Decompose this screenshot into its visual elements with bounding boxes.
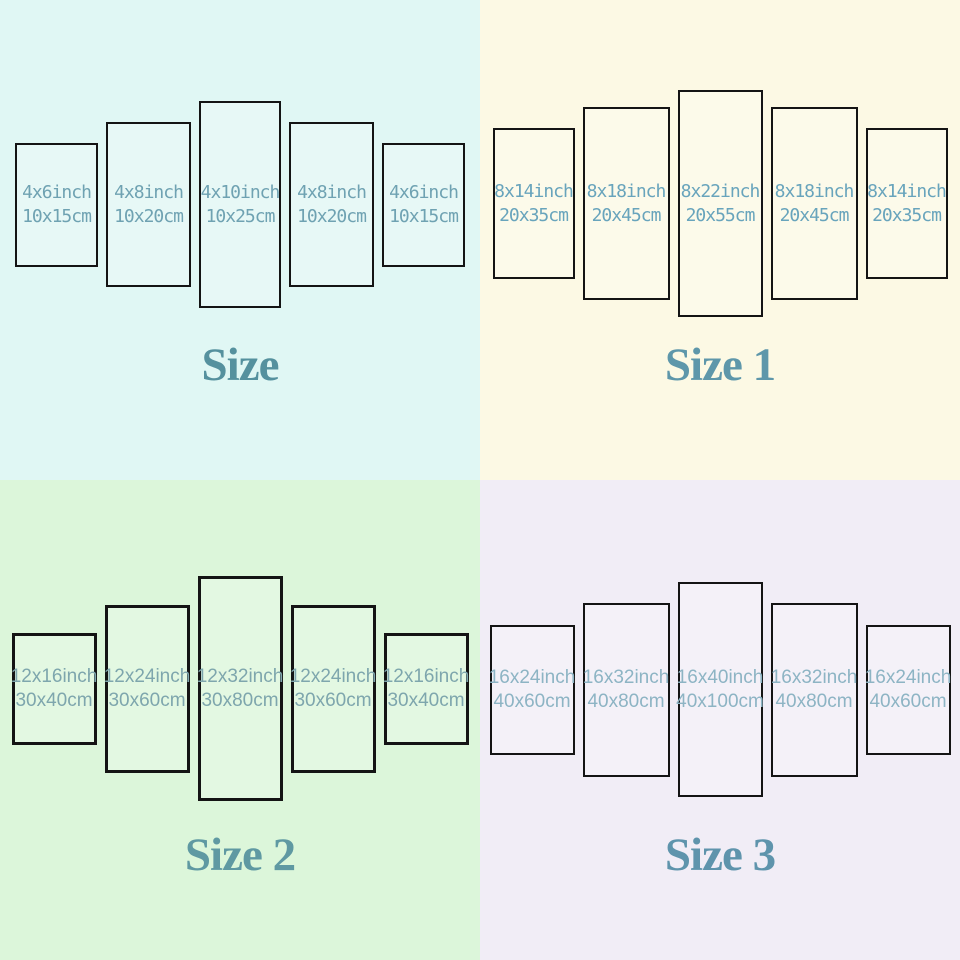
panel-inch-size: 8x14inch <box>867 180 947 202</box>
panel-cm-size: 30x40cm <box>387 689 465 711</box>
panel-cm-size: 10x15cm <box>22 205 92 227</box>
panel-inch-size: 12x16inch <box>382 665 470 687</box>
panel-size-label: 4x6inch 10x15cm <box>389 181 459 229</box>
panel-cm-size: 10x20cm <box>114 205 184 227</box>
panel-cm-size: 20x45cm <box>779 204 850 226</box>
panel-layout: 12x16inch 30x40cm 12x24inch 30x60cm 12x3… <box>0 576 480 801</box>
panel-size-label: 4x8inch 10x20cm <box>114 181 184 229</box>
panel-size-label: 16x40inch 40x100cm <box>676 666 764 714</box>
panel-inch-size: 16x24inch <box>864 666 952 688</box>
panel-cm-size: 20x35cm <box>872 204 942 226</box>
size-chart-title: Size 1 <box>664 339 776 391</box>
panel-size-label: 12x16inch 30x40cm <box>383 665 470 713</box>
panel-cm-size: 20x55cm <box>685 204 756 226</box>
panel-rect-2: 8x18inch 20x45cm <box>582 107 670 300</box>
panel-cm-size: 40x60cm <box>869 690 947 712</box>
size-chart-size-3: 16x24inch 40x60cm 16x32inch 40x80cm 16x4… <box>480 480 960 960</box>
panel-cm-size: 10x15cm <box>389 205 459 227</box>
size-chart-title: Size <box>201 339 280 391</box>
size-chart-size-2: 12x16inch 30x40cm 12x24inch 30x60cm 12x3… <box>0 480 480 960</box>
panel-rect-5: 12x16inch 30x40cm <box>383 632 470 745</box>
panel-inch-size: 8x14inch <box>494 180 574 202</box>
panel-size-label: 16x24inch 40x60cm <box>865 666 952 714</box>
panel-size-label: 16x32inch 40x80cm <box>771 666 858 714</box>
panel-rect-4: 16x32inch 40x80cm <box>770 602 858 777</box>
panel-cm-size: 40x100cm <box>676 690 764 712</box>
panel-rect-4: 12x24inch 30x60cm <box>290 604 377 773</box>
panel-rect-1: 16x24inch 40x60cm <box>489 624 576 755</box>
panel-cm-size: 30x80cm <box>201 689 279 711</box>
panel-cm-size: 10x20cm <box>297 205 367 227</box>
panel-inch-size: 8x22inch <box>680 180 761 202</box>
size-chart-title: Size 2 <box>184 829 296 881</box>
panel-size-label: 4x10inch 10x25cm <box>200 181 281 229</box>
panel-rect-3: 4x10inch 10x25cm <box>199 101 281 308</box>
panel-rect-5: 4x6inch 10x15cm <box>382 142 465 267</box>
panel-cm-size: 40x60cm <box>493 690 571 712</box>
panel-rect-4: 4x8inch 10x20cm <box>289 122 374 287</box>
panel-inch-size: 8x18inch <box>774 180 855 202</box>
panel-rect-2: 12x24inch 30x60cm <box>104 604 191 773</box>
panel-inch-size: 16x32inch <box>770 666 858 688</box>
panel-cm-size: 20x45cm <box>591 204 662 226</box>
panel-rect-5: 8x14inch 20x35cm <box>865 128 948 279</box>
panel-cm-size: 30x60cm <box>108 689 186 711</box>
panel-inch-size: 4x8inch <box>114 181 184 203</box>
panel-inch-size: 16x24inch <box>488 666 576 688</box>
panel-size-label: 16x24inch 40x60cm <box>489 666 576 714</box>
panel-size-label: 8x14inch 20x35cm <box>867 180 947 228</box>
panel-inch-size: 12x24inch <box>103 665 191 687</box>
panel-rect-3: 12x32inch 30x80cm <box>197 576 284 801</box>
size-chart-size: 4x6inch 10x15cm 4x8inch 10x20cm 4x10inch… <box>0 0 480 480</box>
panel-cm-size: 30x60cm <box>294 689 372 711</box>
panel-size-label: 12x16inch 30x40cm <box>11 665 98 713</box>
panel-cm-size: 10x25cm <box>205 205 276 227</box>
panel-size-label: 12x24inch 30x60cm <box>104 665 191 713</box>
size-chart-size-1: 8x14inch 20x35cm 8x18inch 20x45cm 8x22in… <box>480 0 960 480</box>
panel-inch-size: 4x6inch <box>22 181 92 203</box>
panel-layout: 8x14inch 20x35cm 8x18inch 20x45cm 8x22in… <box>480 90 960 317</box>
panel-inch-size: 4x10inch <box>200 181 281 203</box>
panel-layout: 16x24inch 40x60cm 16x32inch 40x80cm 16x4… <box>480 582 960 797</box>
panel-size-label: 4x8inch 10x20cm <box>297 181 367 229</box>
panel-cm-size: 40x80cm <box>775 690 853 712</box>
size-chart-title: Size 3 <box>664 829 776 881</box>
panel-cm-size: 20x35cm <box>499 204 569 226</box>
panel-size-label: 8x14inch 20x35cm <box>494 180 574 228</box>
panel-size-label: 12x24inch 30x60cm <box>290 665 377 713</box>
panel-inch-size: 16x40inch <box>676 666 764 688</box>
panel-inch-size: 12x32inch <box>196 665 284 687</box>
panel-rect-3: 8x22inch 20x55cm <box>677 90 763 317</box>
panel-inch-size: 12x24inch <box>289 665 377 687</box>
panel-rect-2: 4x8inch 10x20cm <box>106 122 191 287</box>
panel-cm-size: 30x40cm <box>15 689 93 711</box>
panel-inch-size: 12x16inch <box>10 665 98 687</box>
panel-layout: 4x6inch 10x15cm 4x8inch 10x20cm 4x10inch… <box>0 101 480 308</box>
panel-rect-2: 16x32inch 40x80cm <box>582 602 670 777</box>
panel-rect-3: 16x40inch 40x100cm <box>676 582 764 797</box>
panel-size-label: 4x6inch 10x15cm <box>22 181 92 229</box>
panel-size-label: 8x18inch 20x45cm <box>586 180 667 228</box>
panel-rect-1: 8x14inch 20x35cm <box>492 128 575 279</box>
panel-rect-5: 16x24inch 40x60cm <box>865 624 952 755</box>
panel-size-label: 8x18inch 20x45cm <box>774 180 855 228</box>
panel-size-label: 16x32inch 40x80cm <box>583 666 670 714</box>
panel-rect-1: 12x16inch 30x40cm <box>11 632 98 745</box>
panel-rect-4: 8x18inch 20x45cm <box>770 107 858 300</box>
panel-cm-size: 40x80cm <box>587 690 665 712</box>
panel-size-label: 8x22inch 20x55cm <box>680 180 761 228</box>
panel-inch-size: 4x6inch <box>389 181 459 203</box>
panel-inch-size: 16x32inch <box>582 666 670 688</box>
panel-inch-size: 8x18inch <box>586 180 667 202</box>
panel-rect-1: 4x6inch 10x15cm <box>15 142 98 267</box>
panel-size-label: 12x32inch 30x80cm <box>197 665 284 713</box>
panel-inch-size: 4x8inch <box>297 181 367 203</box>
